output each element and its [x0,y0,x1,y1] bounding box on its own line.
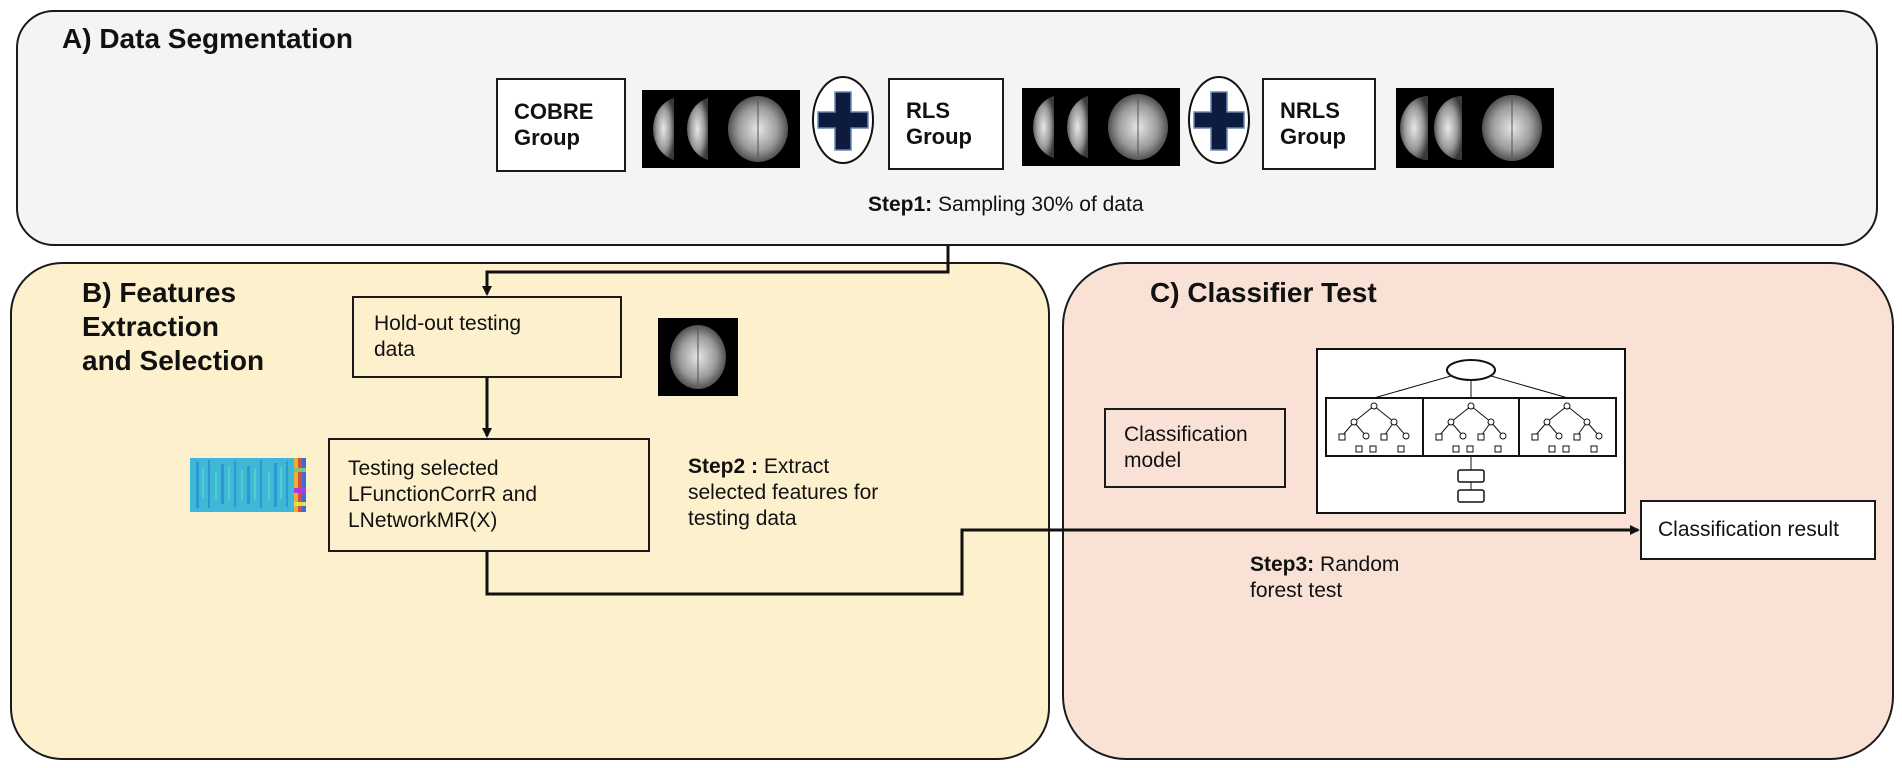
step1-text: Sampling 30% of data [938,193,1144,216]
step1-label: Step1: [868,193,933,216]
step2-line: Extract [763,455,830,478]
group-box-cobre: COBRE Group [496,78,626,172]
plus-icon [812,76,874,164]
holdout-line: Hold-out testing [374,312,522,335]
step1-caption: Step1: Sampling 30% of data [868,192,1144,218]
plus-icon [1188,76,1250,164]
arrow-segmentation-to-holdout [482,246,950,296]
classification-model-line: Classification [1124,423,1248,446]
classification-model-box: Classification model [1104,408,1286,488]
feature-heatmap-icon [190,458,306,512]
group-label: Group [514,125,580,150]
panel-b-title-line: Extraction [82,311,219,342]
step3-line: forest test [1250,579,1343,602]
panel-a-title: A) Data Segmentation [62,23,353,54]
group-box-rls: RLS Group [888,78,1004,170]
panel-features-extraction [10,262,1050,760]
random-forest-tree-icon [1316,348,1626,514]
brain-scan-icon [1022,88,1180,166]
step2-label: Step2 : [688,455,759,478]
step3-caption: Step3: Random forest test [1250,552,1399,604]
classification-model-line: model [1124,449,1182,472]
group-label: NRLS [1280,98,1340,123]
brain-scan-icon [658,318,738,396]
arrow-testing-to-result [485,525,1640,596]
holdout-line: data [374,338,415,361]
brain-scan-icon [642,90,800,168]
group-label: COBRE [514,99,594,124]
step3-label: Step3: [1250,553,1315,576]
step2-caption: Step2 : Extract selected features for te… [688,454,878,532]
holdout-testing-box: Hold-out testing data [352,296,622,378]
testing-line: LNetworkMR(X) [348,509,498,532]
group-label: Group [1280,124,1346,149]
group-label: Group [906,124,972,149]
classification-result-box: Classification result [1640,500,1876,560]
group-box-nrls: NRLS Group [1262,78,1376,170]
step2-line: selected features for [688,481,879,504]
step3-line: Random [1320,553,1400,576]
panel-b-title-line: and Selection [82,345,265,376]
testing-line: LFunctionCorrR and [348,483,538,506]
panel-c-title: C) Classifier Test [1150,277,1377,308]
step2-line: testing data [688,507,797,530]
testing-selected-box: Testing selected LFunctionCorrR and LNet… [328,438,650,552]
group-label: RLS [906,98,950,123]
testing-line: Testing selected [348,457,499,480]
panel-b-title: B) Features Extraction and Selection [82,276,264,378]
brain-scan-icon [1396,88,1554,168]
classification-result-label: Classification result [1658,518,1839,541]
panel-b-title-line: B) Features [82,277,237,308]
